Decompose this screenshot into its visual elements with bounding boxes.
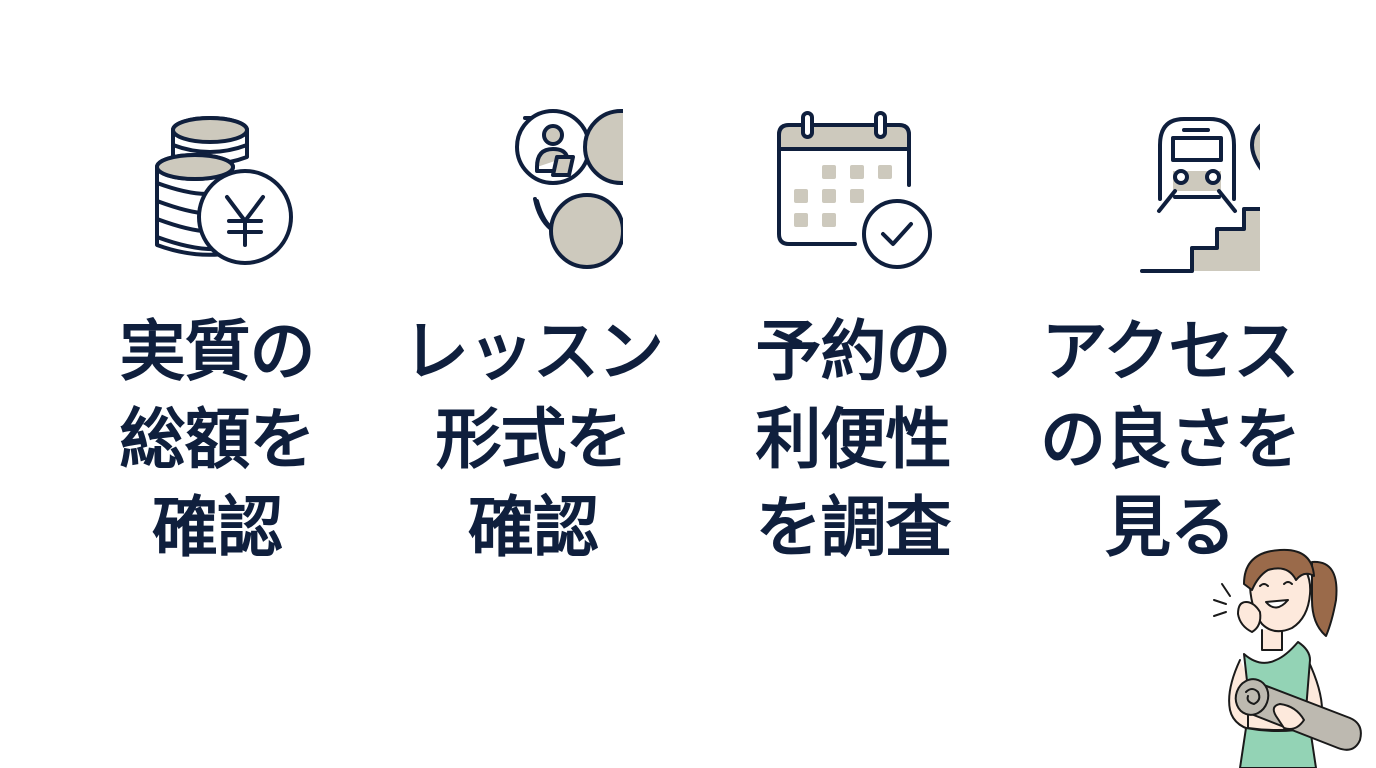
item-access: アクセス の良さを 見る [1010, 0, 1330, 768]
item-label: 実質の 総額を 確認 [57, 308, 377, 572]
label-line: 予約の [755, 313, 952, 390]
label-line: 確認 [152, 489, 283, 566]
yen-coins-icon [127, 105, 307, 285]
item-label: アクセス の良さを 見る [1010, 308, 1330, 572]
label-line: 確認 [468, 489, 599, 566]
train-location-stairs-icon [1080, 105, 1260, 285]
item-label: 予約の 利便性 を調査 [693, 308, 1013, 572]
item-lesson-format: レッスン 形式を 確認 [373, 0, 693, 768]
item-label: レッスン 形式を 確認 [373, 308, 693, 572]
woman-with-yoga-mat-illustration [1200, 540, 1376, 768]
label-line: 総額を [119, 401, 316, 478]
label-line: レッスン [403, 313, 664, 390]
label-line: 形式を [435, 401, 632, 478]
label-line: 実質の [119, 313, 316, 390]
label-line: を調査 [755, 489, 952, 566]
label-line: の良さを [1040, 401, 1301, 478]
item-total-cost: 実質の 総額を 確認 [57, 0, 377, 768]
label-line: 利便性 [755, 401, 952, 478]
label-line: 見る [1105, 489, 1236, 566]
calendar-check-icon [763, 105, 943, 285]
item-booking-convenience: 予約の 利便性 を調査 [693, 0, 1013, 768]
label-line: アクセス [1041, 313, 1300, 390]
lesson-format-people-icon [443, 105, 623, 285]
